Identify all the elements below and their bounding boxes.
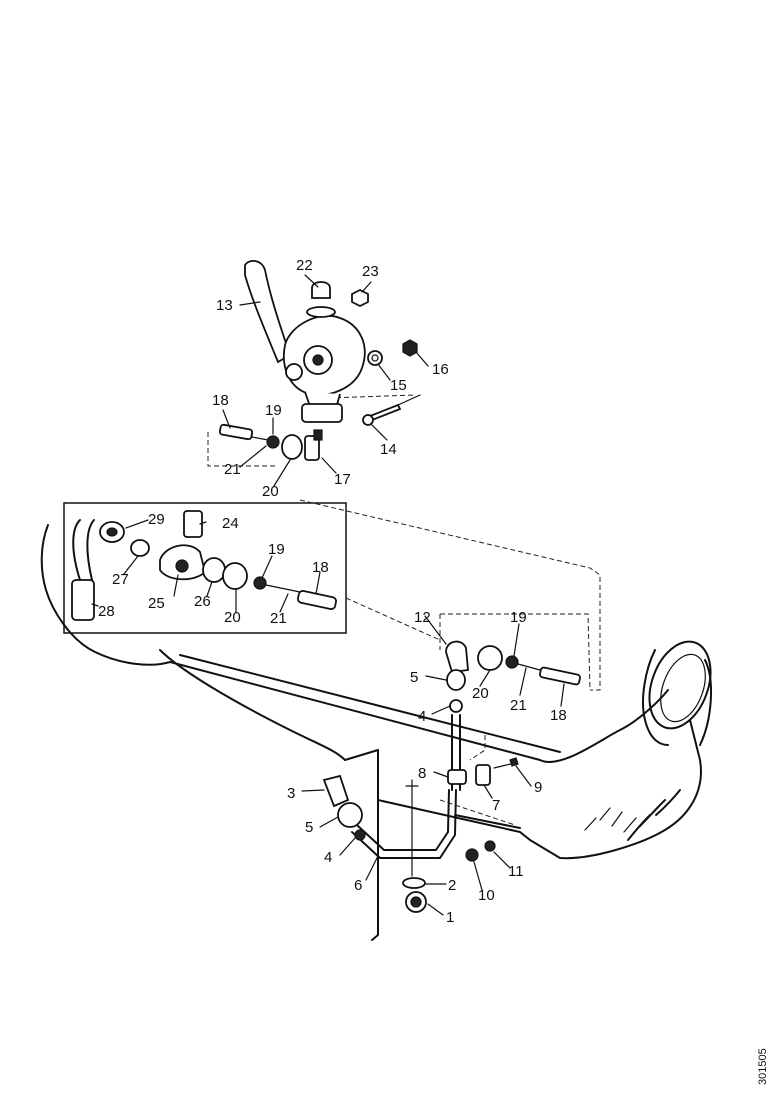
callout-24: 24: [222, 515, 239, 532]
callout-9: 9: [534, 779, 542, 796]
callout-4-lower: 4: [324, 849, 332, 866]
callout-4-upper: 4: [418, 708, 426, 725]
callout-labels: 13 22 23 16 15 14 17 18 19 21 20 29 24 2…: [98, 257, 567, 926]
upper-connector-row: [218, 423, 323, 461]
callout-20-upper: 20: [262, 483, 279, 500]
callout-16: 16: [432, 361, 449, 378]
callout-18-right: 18: [550, 707, 567, 724]
callout-21-right: 21: [510, 697, 527, 714]
callout-28: 28: [98, 603, 115, 620]
callout-27: 27: [112, 571, 129, 588]
callout-12: 12: [414, 609, 431, 626]
detail-inset-box: [63, 502, 347, 634]
callout-7: 7: [492, 797, 500, 814]
callout-25: 25: [148, 595, 165, 612]
callout-17: 17: [334, 471, 351, 488]
callout-19-right: 19: [510, 609, 527, 626]
callout-2: 2: [448, 877, 456, 894]
callout-18-inset: 18: [312, 559, 329, 576]
inset-components: [71, 510, 337, 621]
callout-11: 11: [508, 863, 524, 880]
callout-15: 15: [390, 377, 407, 394]
callout-29: 29: [148, 511, 165, 528]
lower-pipe-assembly: [322, 774, 496, 913]
callout-6: 6: [354, 877, 362, 894]
callout-3: 3: [287, 785, 295, 802]
callout-21-inset: 21: [270, 610, 287, 627]
callout-19-inset: 19: [268, 541, 285, 558]
callout-13: 13: [216, 297, 233, 314]
callout-18-upper: 18: [212, 392, 229, 409]
callout-21-upper: 21: [224, 461, 241, 478]
right-connector-row: [445, 640, 581, 791]
callout-20-inset: 20: [224, 609, 241, 626]
callout-19-upper: 19: [265, 402, 282, 419]
pump-assembly: [244, 259, 421, 426]
callout-8: 8: [418, 765, 426, 782]
callout-23: 23: [362, 263, 379, 280]
callout-26: 26: [194, 593, 211, 610]
callout-leaders: [91, 274, 565, 916]
engine-outline: [40, 524, 713, 941]
callout-20-right: 20: [472, 685, 489, 702]
callout-14: 14: [380, 441, 397, 458]
callout-22: 22: [296, 257, 313, 274]
callout-1: 1: [446, 909, 454, 926]
callout-5-lower: 5: [305, 819, 313, 836]
callout-10: 10: [478, 887, 495, 904]
drawing-reference-number: 301505: [757, 1048, 769, 1085]
callout-5-upper: 5: [410, 669, 418, 686]
assembly-leader-lines: [207, 394, 601, 826]
